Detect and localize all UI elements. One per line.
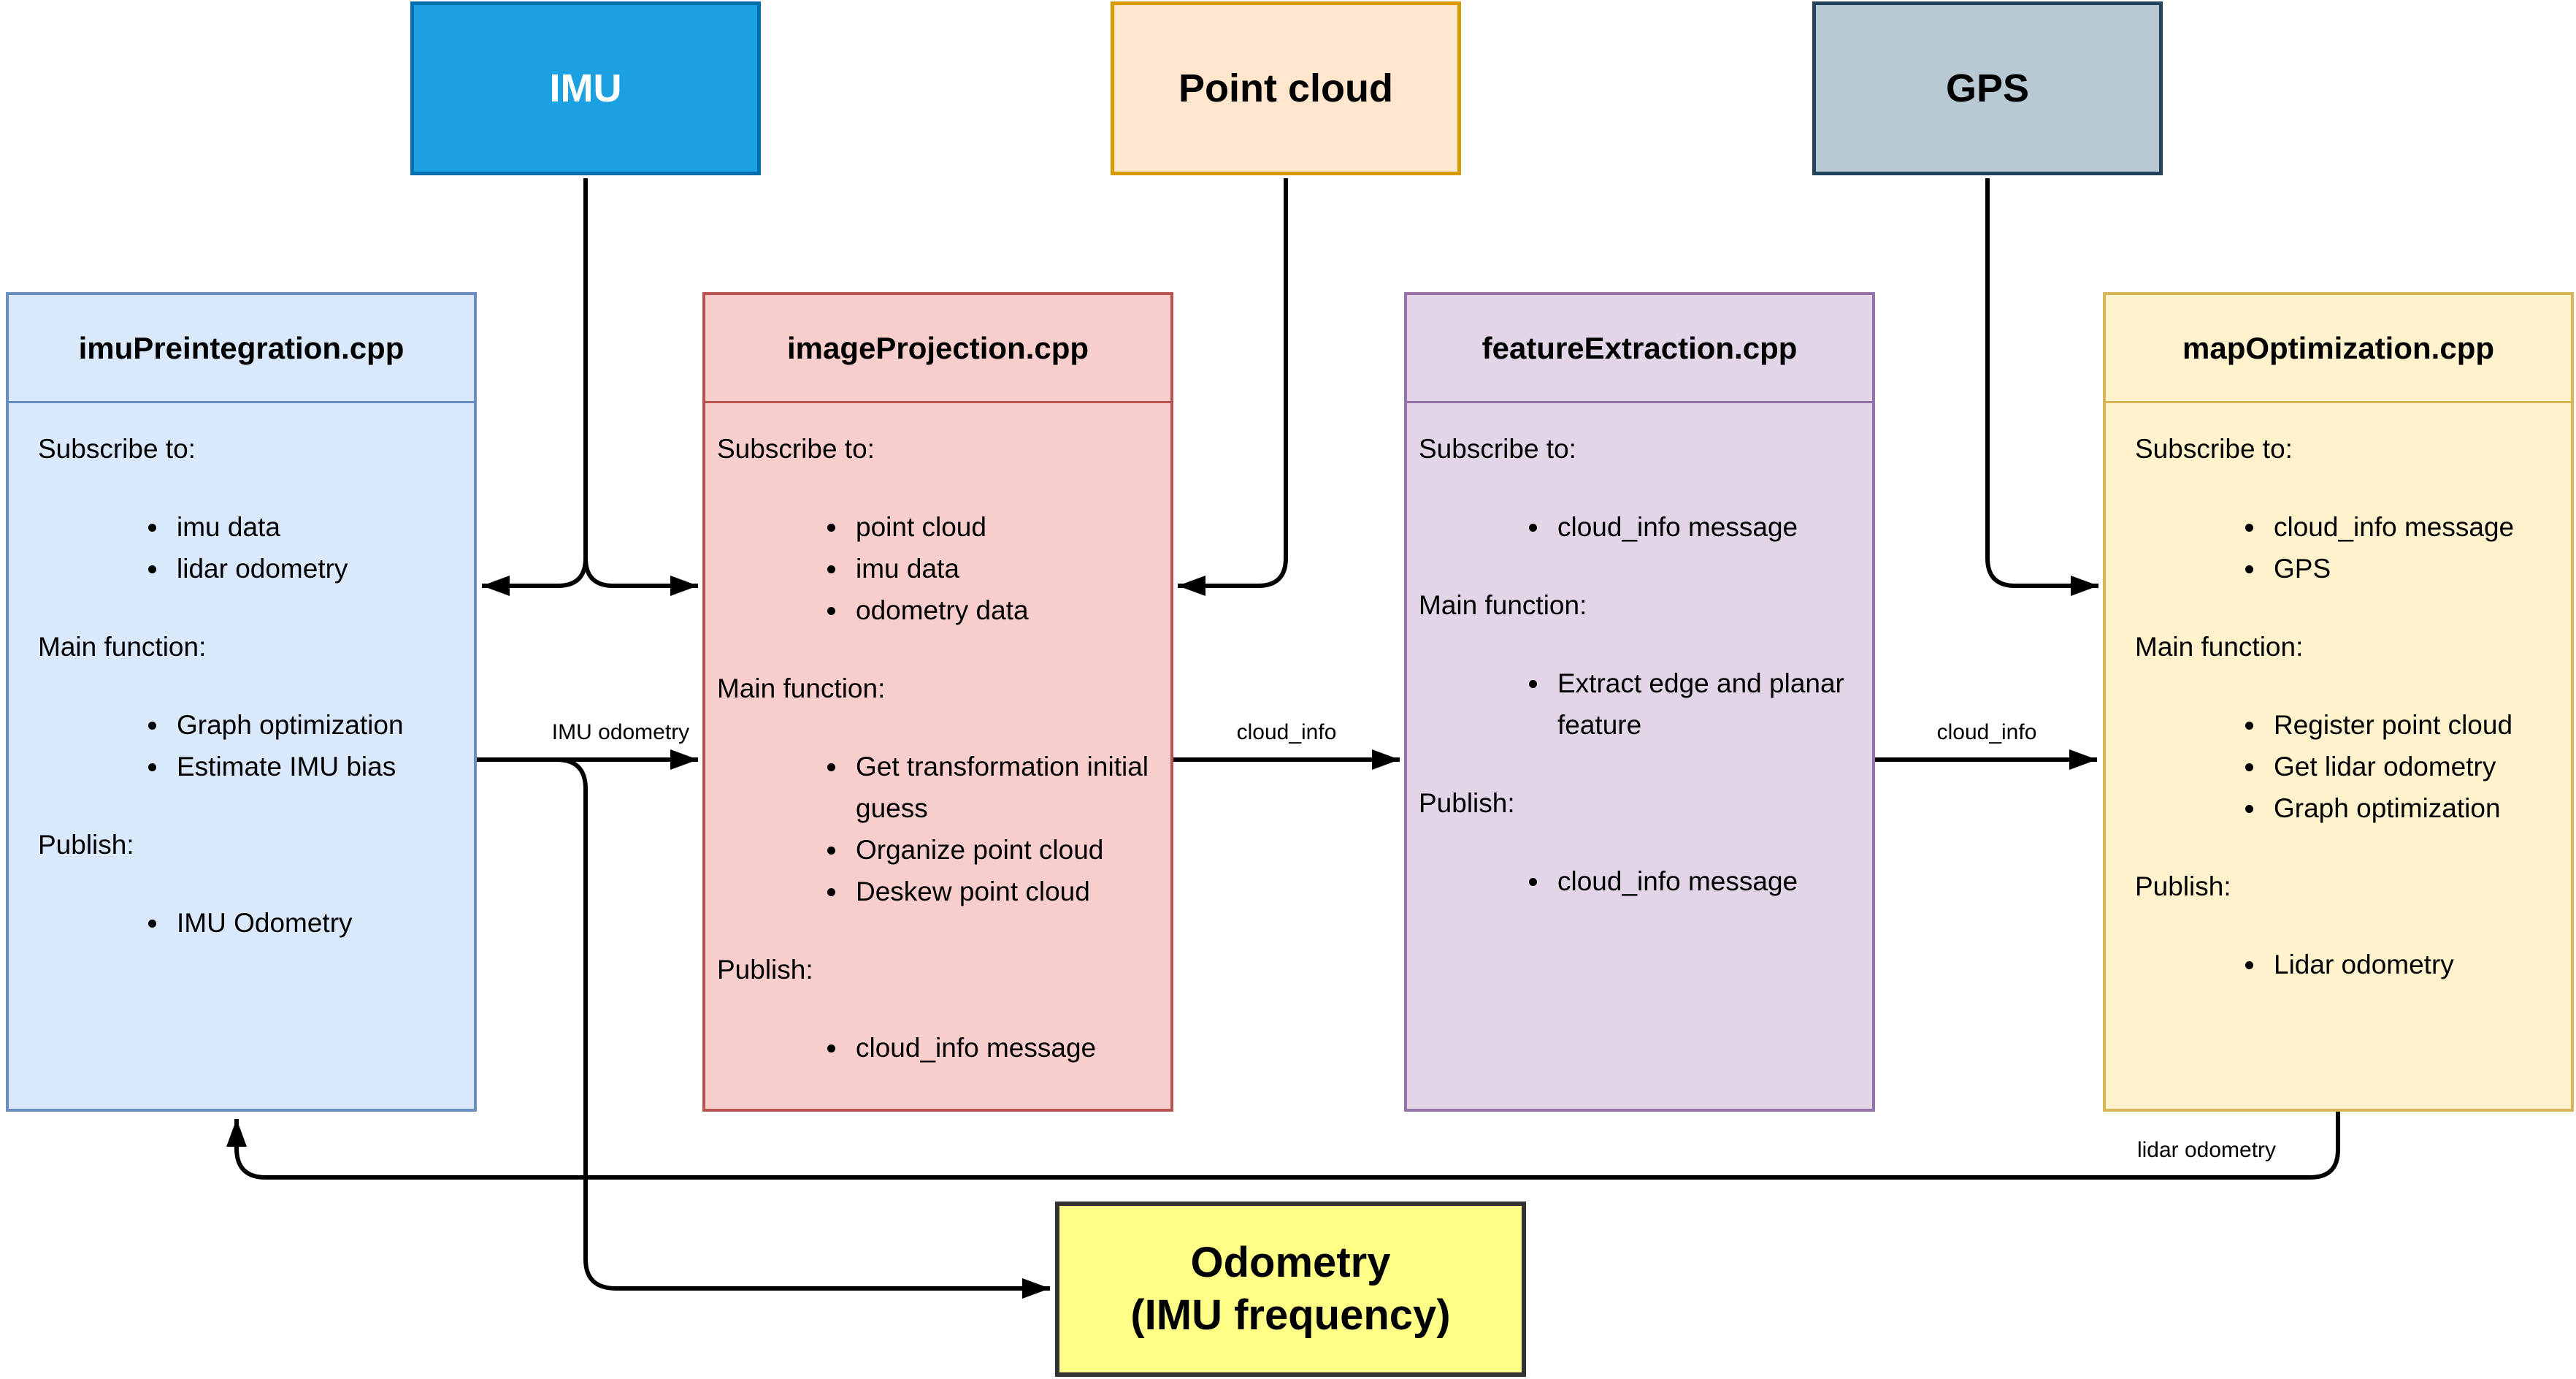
section-heading: Main function:: [38, 632, 207, 662]
module-imupreintegration[interactable]: imuPreintegration.cpp Subscribe to: imu …: [6, 292, 477, 1112]
module-title: mapOptimization.cpp: [2106, 295, 2571, 403]
list-item: Get transformation initial guess: [848, 746, 1156, 829]
module-featureextraction[interactable]: featureExtraction.cpp Subscribe to: clou…: [1404, 292, 1875, 1112]
section-heading: Subscribe to:: [38, 434, 196, 464]
module-mapoptimization[interactable]: mapOptimization.cpp Subscribe to: cloud_…: [2103, 292, 2574, 1112]
section-heading: Main function:: [717, 673, 886, 703]
source-imu-label: IMU: [549, 66, 622, 110]
module-title: featureExtraction.cpp: [1407, 295, 1872, 403]
module-imageprojection[interactable]: imageProjection.cpp Subscribe to: point …: [702, 292, 1173, 1112]
section-list: cloud_info message GPS: [2135, 506, 2556, 589]
edge-gps-to-mapoptimization[interactable]: [1985, 178, 2098, 596]
sink-odometry-line2: (IMU frequency): [1130, 1291, 1451, 1339]
section-heading: Subscribe to:: [1419, 434, 1576, 464]
section-heading: Main function:: [1419, 590, 1587, 620]
list-item: GPS: [2266, 548, 2556, 589]
section-heading: Publish:: [717, 955, 813, 985]
source-point-cloud-label: Point cloud: [1178, 66, 1393, 110]
list-item: Estimate IMU bias: [169, 746, 459, 787]
list-item: imu data: [848, 548, 1156, 589]
section-heading: Subscribe to:: [717, 434, 875, 464]
edge-label-cloud-info-1: cloud_info: [1232, 720, 1341, 745]
section-list: imu data lidar odometry: [38, 506, 459, 589]
list-item: Get lidar odometry: [2266, 746, 2556, 787]
section-heading: Subscribe to:: [2135, 434, 2293, 464]
section-list: cloud_info message: [1419, 860, 1858, 902]
section-heading: Publish:: [2135, 871, 2231, 901]
source-point-cloud[interactable]: Point cloud: [1111, 1, 1461, 175]
section-list: Graph optimization Estimate IMU bias: [38, 704, 459, 787]
section-list: Extract edge and planar feature: [1419, 662, 1858, 746]
edge-lidar-odometry-feedback[interactable]: [226, 1112, 2340, 1180]
module-body: Subscribe to: cloud_info message GPS Mai…: [2106, 403, 2571, 985]
edge-imu-odometry-to-odometry-box[interactable]: [556, 757, 1050, 1299]
module-body: Subscribe to: cloud_info message Main fu…: [1407, 403, 1872, 902]
list-item: imu data: [169, 506, 459, 548]
edge-label-lidar-odometry: lidar odometry: [2132, 1138, 2281, 1163]
list-item: Extract edge and planar feature: [1550, 662, 1858, 746]
section-heading: Publish:: [38, 830, 134, 860]
list-item: Organize point cloud: [848, 829, 1156, 871]
list-item: point cloud: [848, 506, 1156, 548]
module-title: imuPreintegration.cpp: [9, 295, 474, 403]
source-gps[interactable]: GPS: [1812, 1, 2163, 175]
module-body: Subscribe to: imu data lidar odometry Ma…: [9, 403, 474, 944]
source-gps-label: GPS: [1945, 66, 2030, 110]
list-item: cloud_info message: [1550, 860, 1858, 902]
section-heading: Main function:: [2135, 632, 2304, 662]
section-list: Register point cloud Get lidar odometry …: [2135, 704, 2556, 829]
list-item: Lidar odometry: [2266, 944, 2556, 985]
module-title: imageProjection.cpp: [705, 295, 1170, 403]
section-list: Get transformation initial guess Organiz…: [717, 746, 1156, 912]
section-list: IMU Odometry: [38, 902, 459, 944]
edge-pointcloud-to-imageprojection[interactable]: [1178, 178, 1288, 596]
section-list: cloud_info message: [1419, 506, 1858, 548]
list-item: Graph optimization: [169, 704, 459, 746]
sink-odometry[interactable]: Odometry (IMU frequency): [1055, 1202, 1526, 1377]
section-list: point cloud imu data odometry data: [717, 506, 1156, 631]
list-item: cloud_info message: [2266, 506, 2556, 548]
section-heading: Publish:: [1419, 788, 1515, 818]
list-item: Deskew point cloud: [848, 871, 1156, 912]
section-list: Lidar odometry: [2135, 944, 2556, 985]
list-item: Graph optimization: [2266, 787, 2556, 829]
section-list: cloud_info message: [717, 1027, 1156, 1069]
list-item: Register point cloud: [2266, 704, 2556, 746]
source-imu[interactable]: IMU: [410, 1, 761, 175]
edge-imu-split[interactable]: [482, 178, 698, 596]
list-item: lidar odometry: [169, 548, 459, 589]
module-body: Subscribe to: point cloud imu data odome…: [705, 403, 1170, 1069]
sink-odometry-line1: Odometry: [1190, 1238, 1391, 1286]
list-item: cloud_info message: [1550, 506, 1858, 548]
list-item: odometry data: [848, 589, 1156, 631]
edge-label-cloud-info-2: cloud_info: [1932, 720, 2042, 745]
edge-label-imu-odometry: IMU odometry: [547, 720, 694, 745]
list-item: cloud_info message: [848, 1027, 1156, 1069]
list-item: IMU Odometry: [169, 902, 459, 944]
